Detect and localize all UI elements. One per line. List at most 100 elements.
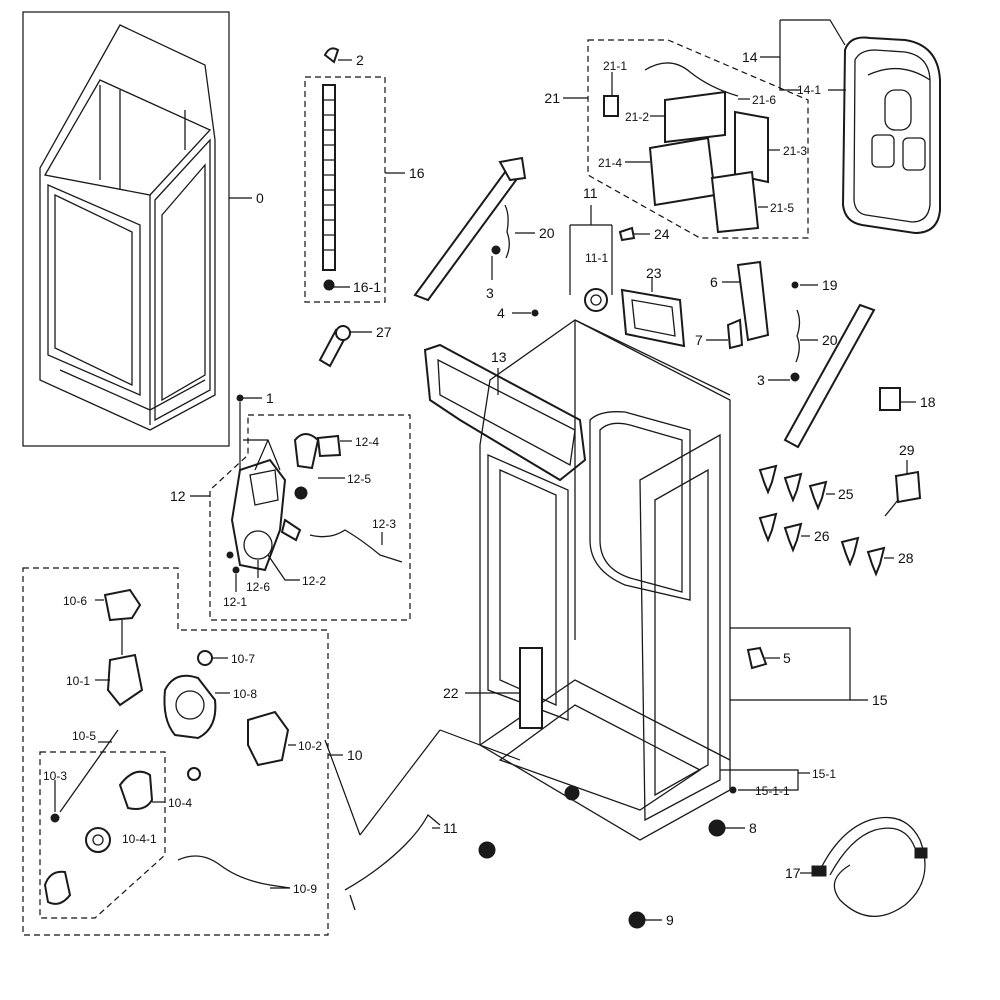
part-12-4	[316, 434, 342, 458]
part-10-5-rod	[59, 729, 119, 813]
part-20-spring	[504, 204, 510, 259]
callout-14: 14	[742, 49, 758, 65]
part-7-clip	[726, 318, 744, 350]
callout-0: 0	[256, 190, 264, 206]
callout-9: 9	[666, 912, 674, 928]
part-24	[618, 226, 636, 242]
callout-12-1: 12-1	[223, 595, 247, 609]
callout-20-right: 20	[822, 332, 838, 348]
callout-2: 2	[356, 52, 364, 68]
part-10-8-housing	[163, 674, 217, 740]
callout-17: 17	[785, 865, 801, 881]
part-12-1-screw	[232, 566, 240, 574]
callout-14-1: 14-1	[797, 83, 821, 97]
part-3-screw	[491, 245, 501, 255]
part-3-screw-right	[790, 372, 800, 382]
callout-21-1: 21-1	[603, 59, 627, 73]
part-26-legs	[758, 512, 803, 553]
part-21-2	[664, 90, 726, 144]
part-0-cabinet-assembly	[22, 11, 230, 447]
callout-22: 22	[443, 685, 459, 701]
callout-16-1: 16-1	[353, 279, 381, 295]
part-18-switch	[879, 387, 901, 411]
callout-3-right: 3	[757, 372, 765, 388]
callout-6: 6	[710, 274, 718, 290]
callout-10-7: 10-7	[231, 652, 255, 666]
part-9-foot-left	[478, 841, 496, 859]
part-17-drain-hose	[811, 816, 928, 918]
callout-21-6: 21-6	[752, 93, 776, 107]
callout-8: 8	[749, 820, 757, 836]
part-right-rail	[783, 303, 876, 449]
callout-10-2: 10-2	[298, 739, 322, 753]
callout-10-9: 10-9	[293, 882, 317, 896]
callout-7: 7	[695, 332, 703, 348]
callout-1: 1	[266, 390, 274, 406]
group-21-outline	[587, 39, 809, 239]
callout-5: 5	[783, 650, 791, 666]
part-15-main-cabinet	[479, 319, 731, 841]
part-16-inlet-hose	[322, 47, 340, 291]
part-11-harness	[344, 813, 441, 891]
part-15-1-1-screw	[729, 786, 737, 794]
part-10-4-1	[118, 770, 154, 810]
part-22-label	[519, 647, 543, 729]
callout-4: 4	[497, 305, 505, 321]
callout-26: 26	[814, 528, 830, 544]
part-13-front-frame	[423, 343, 587, 482]
callout-10-8: 10-8	[233, 687, 257, 701]
part-10-1	[106, 653, 144, 707]
callout-11-bottom: 11	[443, 820, 458, 836]
callout-10: 10	[347, 747, 363, 763]
part-9-foot	[628, 911, 646, 929]
part-0-frame-box	[22, 11, 230, 447]
callout-10-4-1: 10-4-1	[122, 832, 157, 846]
part-12-5-elbow	[293, 433, 320, 470]
callout-3-left: 3	[486, 285, 494, 301]
part-21-6-harness	[644, 62, 739, 97]
part-21-control-assembly	[603, 62, 769, 234]
callout-23: 23	[646, 265, 662, 281]
part-8-foot	[708, 819, 726, 837]
callout-11-top: 11	[583, 185, 598, 201]
callout-21-5: 21-5	[770, 201, 794, 215]
callout-15-1: 15-1	[812, 767, 836, 781]
part-21-1	[603, 95, 619, 117]
callout-12-4: 12-4	[355, 435, 379, 449]
part-12-pump-assembly	[226, 433, 403, 574]
part-10-motor-assembly	[43, 588, 291, 905]
part-19-screw	[791, 281, 799, 289]
callout-10-4: 10-4	[168, 796, 192, 810]
callout-12: 12	[170, 488, 186, 504]
part-28-legs	[840, 536, 886, 577]
callout-20-left: 20	[539, 225, 555, 241]
part-1-screw	[236, 394, 244, 402]
part-6-bracket	[736, 260, 770, 342]
callout-29: 29	[899, 442, 915, 458]
callout-21-2: 21-2	[625, 110, 649, 124]
group-16-outline	[304, 76, 386, 303]
part-25-legs	[758, 464, 828, 511]
part-21-3	[734, 110, 769, 184]
part-12-3-harness	[309, 529, 403, 563]
part-27-valve	[318, 325, 351, 368]
callout-13: 13	[491, 349, 507, 365]
callout-15-bracket	[730, 627, 851, 701]
callout-15-1-1: 15-1-1	[755, 784, 790, 798]
callout-28: 28	[898, 550, 914, 566]
group-12-outline	[209, 414, 411, 621]
callout-15: 15	[872, 692, 888, 708]
callout-21-3: 21-3	[783, 144, 807, 158]
part-23-gasket	[620, 288, 686, 348]
part-10-6	[103, 588, 142, 622]
part-21-5	[710, 170, 760, 234]
part-12-6	[243, 530, 273, 560]
part-10-2	[247, 710, 290, 767]
callout-21-4: 21-4	[598, 156, 622, 170]
part-29-sensor	[894, 470, 922, 504]
callout-19: 19	[822, 277, 838, 293]
callout-12-3: 12-3	[372, 517, 396, 531]
callout-16: 16	[409, 165, 425, 181]
part-10-3	[50, 813, 60, 823]
part-16-1-fitting	[323, 279, 335, 291]
